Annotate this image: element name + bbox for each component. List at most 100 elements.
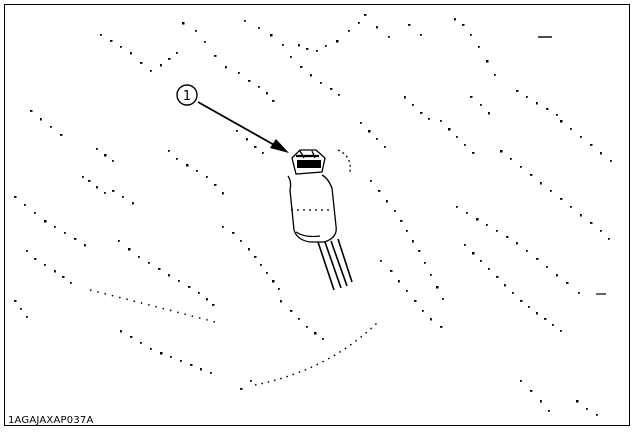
- background-dot: [540, 182, 542, 185]
- background-dot: [406, 230, 408, 232]
- background-dot: [528, 306, 530, 308]
- background-dot: [298, 44, 300, 47]
- background-dot: [306, 48, 309, 50]
- background-dot: [150, 70, 152, 72]
- figure-code-label: 1AGAJAXAP037A: [8, 415, 94, 426]
- background-dot: [610, 160, 612, 162]
- background-dot: [54, 226, 56, 228]
- background-dot: [30, 110, 33, 112]
- background-dot: [316, 50, 318, 52]
- background-dot: [26, 316, 28, 318]
- background-dot: [190, 364, 193, 366]
- background-dot: [96, 186, 98, 189]
- background-dot: [158, 268, 161, 270]
- figure-border: [4, 4, 630, 426]
- background-dot: [176, 158, 178, 160]
- background-dot: [500, 150, 503, 153]
- background-dot: [250, 380, 252, 382]
- background-dot: [100, 34, 102, 36]
- background-dot: [110, 40, 113, 42]
- background-dot: [370, 180, 372, 182]
- background-dot: [560, 330, 562, 332]
- background-dot: [440, 326, 443, 328]
- background-dot: [104, 192, 106, 194]
- background-dot: [566, 282, 569, 284]
- background-dot: [486, 224, 488, 226]
- background-dot: [404, 96, 406, 99]
- background-dot: [300, 66, 303, 68]
- background-dot: [576, 400, 579, 403]
- background-dot: [150, 348, 152, 350]
- background-dot: [206, 298, 208, 301]
- background-dot: [470, 96, 473, 98]
- background-dot: [240, 388, 243, 390]
- background-dot: [580, 136, 582, 138]
- background-dot: [82, 176, 84, 178]
- background-dot: [520, 300, 523, 302]
- background-dot: [384, 146, 386, 148]
- background-dot: [388, 36, 390, 38]
- background-dot: [394, 210, 396, 212]
- background-dot: [120, 330, 122, 333]
- background-dot: [440, 120, 442, 122]
- background-dot: [590, 222, 593, 224]
- background-dot: [530, 390, 533, 392]
- background-dot: [128, 248, 131, 251]
- background-dot: [130, 336, 133, 338]
- background-dot: [420, 34, 422, 36]
- background-dot: [44, 220, 47, 223]
- background-dot: [70, 282, 72, 284]
- background-dot: [266, 272, 268, 274]
- background-dot: [338, 94, 340, 96]
- background-dot: [160, 64, 162, 67]
- background-dot: [140, 62, 143, 64]
- background-dot: [14, 300, 17, 302]
- background-dot: [272, 100, 275, 102]
- background-dot: [428, 118, 430, 120]
- background-dot: [400, 220, 403, 222]
- background-dot: [546, 266, 548, 268]
- background-dot: [536, 312, 538, 315]
- background-dot: [26, 250, 28, 252]
- background-dot: [480, 104, 482, 106]
- background-dot: [526, 96, 528, 98]
- background-dot: [180, 360, 182, 362]
- background-dot: [488, 112, 490, 115]
- dotted-curve-lower: [89, 289, 216, 323]
- background-dot: [330, 88, 333, 90]
- background-dot: [74, 238, 77, 240]
- background-dot: [254, 256, 257, 258]
- background-dot: [478, 46, 480, 48]
- background-dot: [386, 200, 388, 203]
- background-dot: [414, 300, 417, 302]
- background-dot: [132, 202, 134, 205]
- background-dot: [546, 108, 549, 110]
- background-dot: [60, 134, 63, 136]
- background-dot: [222, 226, 224, 228]
- background-dot: [122, 196, 124, 198]
- background-dot: [548, 410, 550, 412]
- background-dot: [520, 380, 522, 382]
- background-dot: [214, 55, 217, 57]
- background-dot: [556, 114, 558, 116]
- background-dot: [398, 280, 400, 283]
- background-dot: [186, 164, 189, 167]
- background-dot: [290, 310, 293, 312]
- background-dot: [238, 72, 240, 74]
- background-dot: [476, 218, 479, 221]
- background-dot: [488, 268, 490, 270]
- background-dot: [456, 206, 458, 208]
- background-dot: [376, 26, 378, 29]
- background-dot: [454, 18, 456, 21]
- background-dot: [536, 102, 538, 105]
- background-dot: [196, 170, 198, 172]
- background-dot: [96, 148, 98, 150]
- background-dot: [182, 22, 185, 25]
- background-dot: [472, 152, 475, 154]
- background-dot: [322, 338, 324, 340]
- background-dot: [170, 356, 172, 358]
- background-dot: [608, 238, 610, 240]
- background-dot: [248, 248, 250, 251]
- background-dot: [430, 318, 432, 321]
- background-dot: [422, 310, 424, 312]
